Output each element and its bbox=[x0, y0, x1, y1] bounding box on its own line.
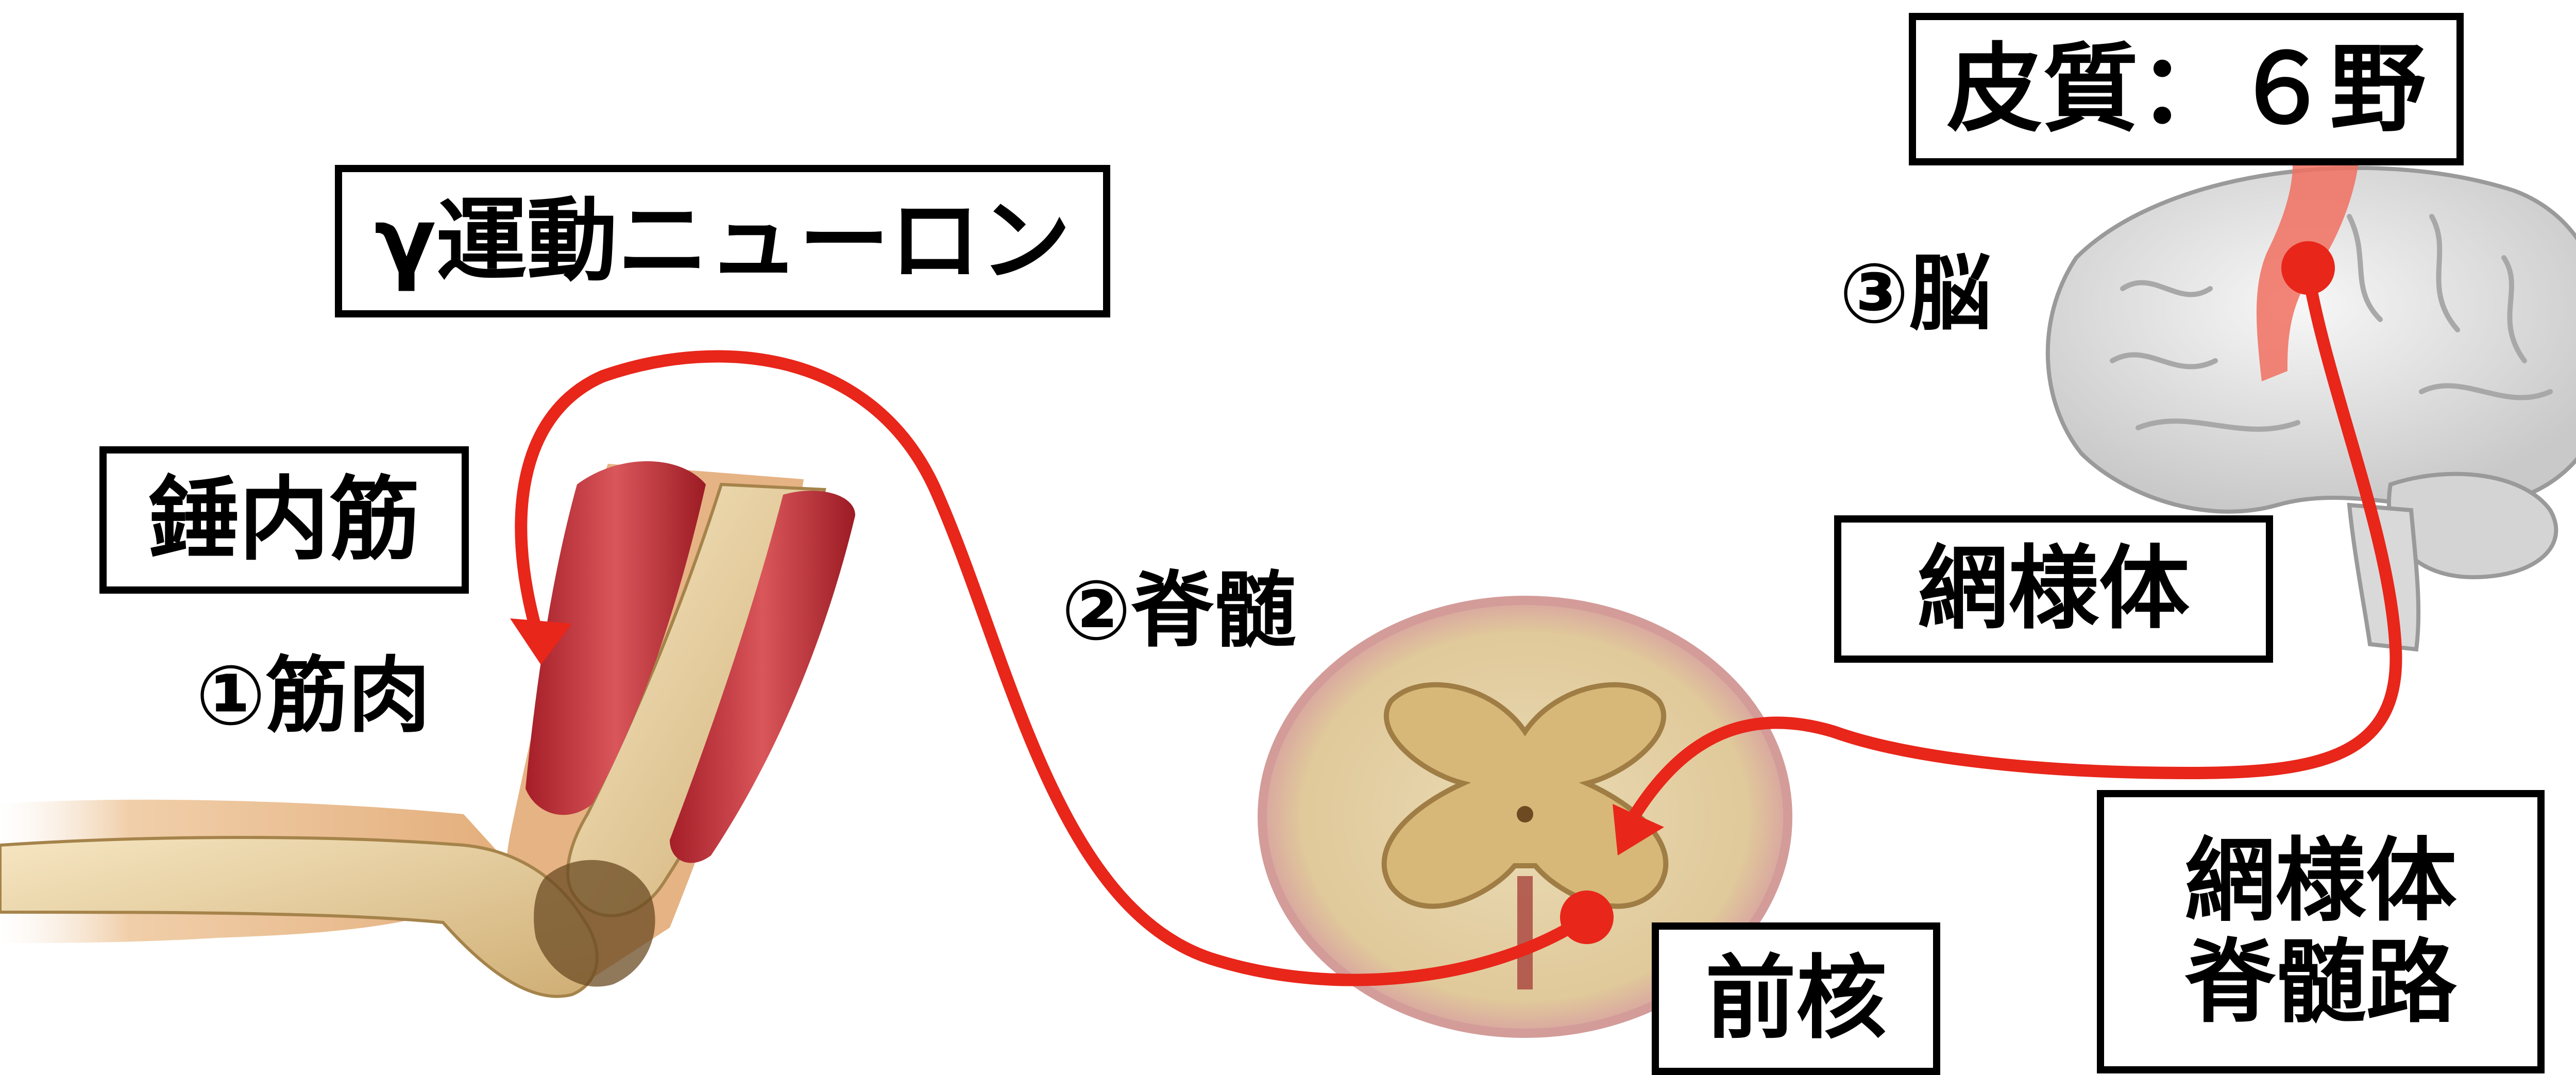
pathway-origin-dot-cord bbox=[1560, 891, 1614, 944]
central-canal bbox=[1517, 806, 1533, 822]
spinal-cord-label: ②脊髄 bbox=[1061, 544, 1296, 663]
gamma-motor-neuron-label: γ運動ニューロン bbox=[375, 190, 1071, 292]
cortex-area-6-label: 皮質：６野 bbox=[1946, 36, 2426, 143]
anterior-nucleus-label: 前核 bbox=[1705, 948, 1887, 1049]
brain-label: ③脳 bbox=[1839, 227, 1991, 346]
anterior-nucleus-label-box: 前核 bbox=[1652, 922, 1940, 1075]
reticulospinal-tract-label-line2: 脊髄路 bbox=[2184, 932, 2456, 1033]
cortex-area-6-label-box: 皮質：６野 bbox=[1909, 13, 2464, 165]
pathway-origin-dot-brain bbox=[2281, 241, 2335, 295]
reticulospinal-tract-label-line1: 網様体 bbox=[2184, 830, 2456, 932]
reticular-formation-label-box: 網様体 bbox=[1834, 515, 2273, 663]
anterior-fissure bbox=[1517, 876, 1533, 989]
reticular-formation-label: 網様体 bbox=[1918, 538, 2190, 640]
reticulospinal-tract-label-box: 網様体 脊髄路 bbox=[2097, 790, 2545, 1073]
muscle-label: ①筋肉 bbox=[196, 629, 430, 748]
intrafusal-muscle-label-box: 錘内筋 bbox=[99, 446, 469, 594]
gamma-motor-neuron-label-box: γ運動ニューロン bbox=[335, 165, 1110, 317]
intrafusal-muscle-label: 錘内筋 bbox=[148, 469, 420, 570]
